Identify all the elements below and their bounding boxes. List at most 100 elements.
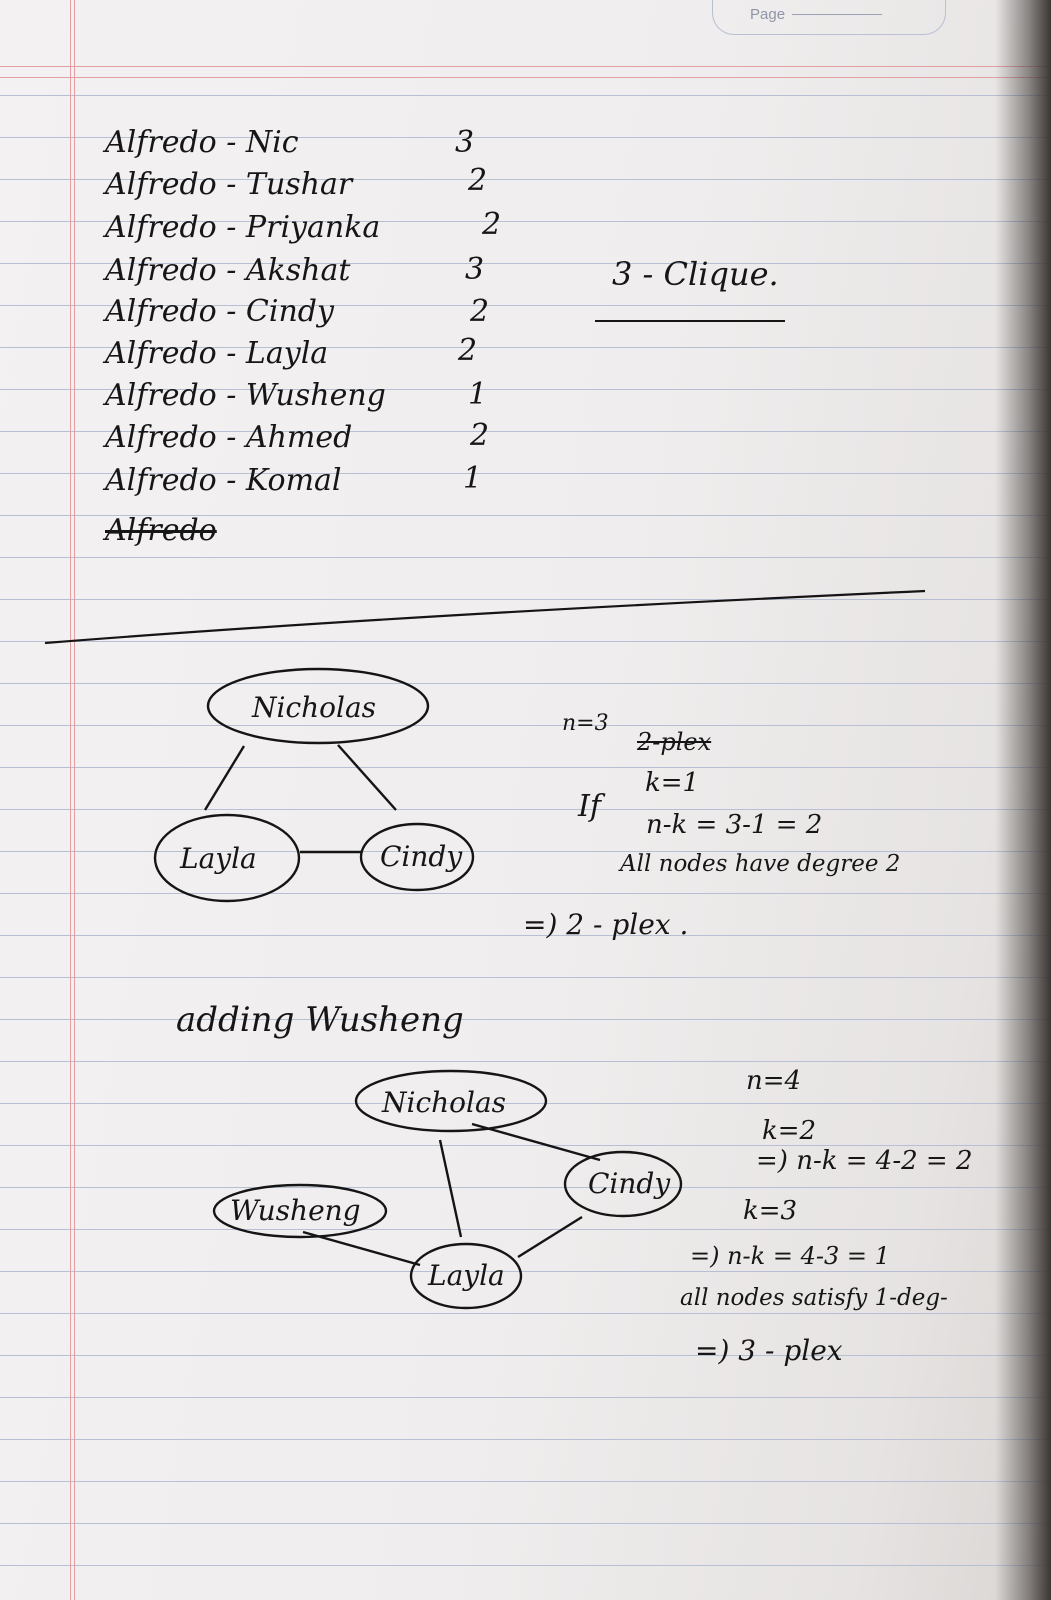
node-label: Cindy: [588, 1167, 671, 1200]
ruled-line: [0, 1271, 1051, 1272]
edge-nicholas-layla: [203, 745, 246, 811]
graph2-note-conclusion: =) 3 - plex: [695, 1334, 843, 1367]
node-label: Nicholas: [251, 691, 376, 724]
node-ellipse: [563, 1150, 683, 1218]
graph1-note-nk: n-k = 3-1 = 2: [646, 810, 823, 840]
pair-name: Alfredo - Tushar: [105, 167, 353, 202]
node-ellipse: [212, 1183, 388, 1239]
pair-value: 2: [470, 294, 490, 329]
ruled-line: [0, 893, 1051, 894]
pair-name: Alfredo - Layla: [105, 336, 329, 371]
ruled-line: [0, 1565, 1051, 1566]
ruled-line: [0, 977, 1051, 978]
ruled-line: [0, 725, 1051, 726]
ruled-line: [0, 1523, 1051, 1524]
ruled-line: [0, 557, 1051, 558]
node-ellipse: [153, 813, 301, 903]
ruled-line: [0, 1019, 1051, 1020]
pair-name: Alfredo - Priyanka: [105, 210, 381, 245]
ruled-line: [0, 389, 1051, 390]
ruled-line: [0, 1061, 1051, 1062]
node-label: Layla: [179, 842, 257, 875]
ruled-line: [0, 1313, 1051, 1314]
ruled-line: [0, 95, 1051, 96]
ruled-line: [0, 1145, 1051, 1146]
ruled-line: [0, 179, 1051, 180]
ruled-line: [0, 1103, 1051, 1104]
pair-value: 2: [482, 207, 502, 242]
ruled-line: [0, 137, 1051, 138]
ruled-line: [0, 641, 1051, 642]
clique-note: 3 - Clique.: [612, 255, 779, 293]
pair-value: 1: [463, 461, 483, 496]
node-ellipse: [354, 1069, 548, 1133]
node-label: Nicholas: [381, 1086, 506, 1119]
ruled-line: [0, 1187, 1051, 1188]
graph1-note-conclusion: =) 2 - plex .: [523, 908, 689, 941]
header-band: [0, 66, 1051, 78]
graph1-note-plex: 2-plex: [637, 728, 712, 756]
page-number-box: [712, 0, 946, 35]
page-label: Page: [750, 6, 786, 23]
adding-heading: adding Wusheng: [176, 1000, 464, 1040]
ruled-line: [0, 767, 1051, 768]
ruled-line: [0, 1355, 1051, 1356]
node-label: Cindy: [380, 840, 463, 873]
trailing-word: Alfredo: [105, 513, 217, 548]
edge-cindy-layla: [517, 1215, 583, 1259]
ruled-line: [0, 263, 1051, 264]
graph1-note-degree: All nodes have degree 2: [620, 851, 901, 877]
ruled-line: [0, 515, 1051, 516]
graph2-note-n: n=4: [746, 1066, 802, 1096]
ruled-line: [0, 305, 1051, 306]
ruled-line: [0, 809, 1051, 810]
graph1-note-k: k=1: [645, 768, 700, 798]
graph2-note-nk3: =) n-k = 4-3 = 1: [690, 1242, 890, 1270]
pair-name: Alfredo - Akshat: [105, 253, 351, 288]
margin-line: [70, 0, 75, 1600]
pair-value: 3: [465, 252, 485, 287]
graph1-note-n: n=3: [562, 711, 609, 736]
node-ellipse: [409, 1242, 523, 1310]
ruled-line: [0, 1439, 1051, 1440]
ruled-line: [0, 851, 1051, 852]
pair-value: 3: [455, 125, 475, 160]
graph1-note-if: If: [578, 789, 601, 824]
edge-wusheng-layla: [302, 1230, 421, 1267]
edge-nicholas-layla: [438, 1139, 463, 1238]
pair-value: 1: [468, 377, 488, 412]
ruled-line: [0, 683, 1051, 684]
ruled-line: [0, 935, 1051, 936]
page-number-field: [792, 14, 882, 15]
pair-value: 2: [458, 333, 478, 368]
graph2-note-k3: k=3: [743, 1196, 798, 1226]
ruled-line: [0, 1397, 1051, 1398]
ruled-line: [0, 599, 1051, 600]
clique-underline: [595, 320, 785, 322]
pair-value: 2: [470, 418, 490, 453]
pair-name: Alfredo - Komal: [105, 463, 342, 498]
section-divider: [44, 589, 926, 645]
node-label: Layla: [427, 1259, 505, 1292]
pair-name: Alfredo - Wusheng: [105, 378, 386, 413]
graph2-note-nk2: =) n-k = 4-2 = 2: [756, 1146, 973, 1176]
node-label: Wusheng: [230, 1194, 361, 1227]
pair-value: 2: [468, 163, 488, 198]
ruled-line: [0, 1229, 1051, 1230]
pair-name: Alfredo - Ahmed: [105, 420, 353, 455]
ruled-line: [0, 347, 1051, 348]
pair-name: Alfredo - Nic: [105, 125, 299, 160]
page-edge-shadow: [995, 0, 1051, 1600]
edge-nicholas-cindy: [337, 744, 397, 811]
ruled-line: [0, 1481, 1051, 1482]
graph2-note-k2: k=2: [762, 1116, 817, 1146]
graph2-note-satisfy: all nodes satisfy 1-deg-: [680, 1285, 948, 1311]
ruled-line: [0, 431, 1051, 432]
edge-nicholas-cindy: [471, 1122, 601, 1162]
ruled-line: [0, 221, 1051, 222]
ruled-line: [0, 473, 1051, 474]
pair-name: Alfredo - Cindy: [105, 294, 334, 329]
node-ellipse: [206, 667, 430, 745]
